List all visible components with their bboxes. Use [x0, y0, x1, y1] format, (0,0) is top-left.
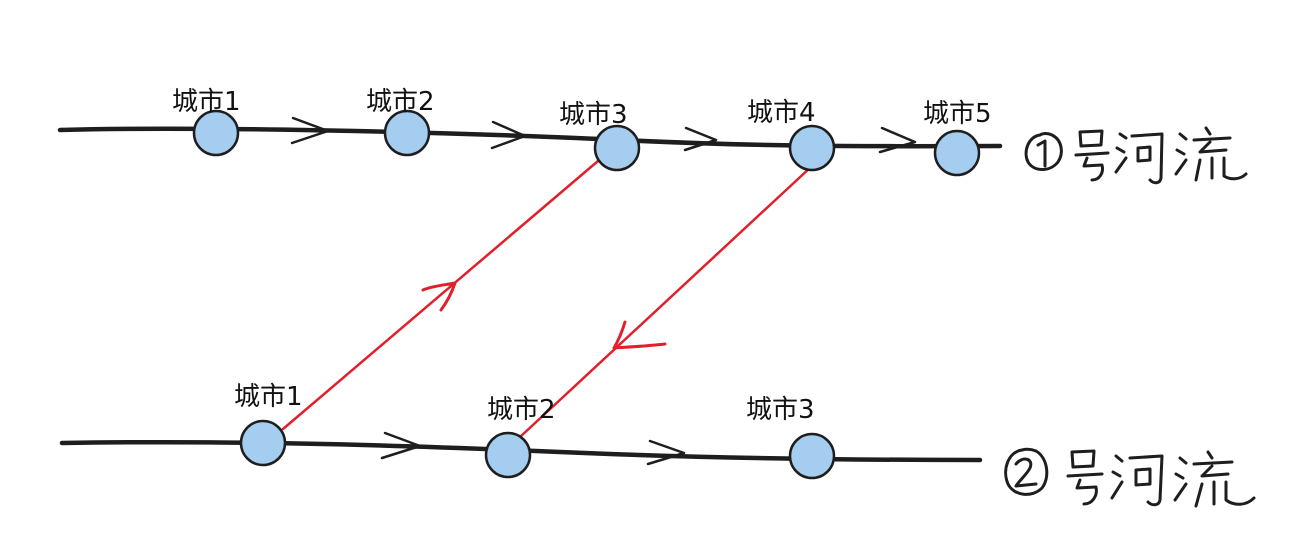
- river-1-city-label: 城市5: [923, 99, 992, 129]
- connector-r2-city1-to-r1-city3: [281, 159, 600, 431]
- river-1-city-node: [383, 109, 431, 157]
- river-1-city-node: [192, 109, 240, 157]
- river-2-city-label: 城市1: [234, 382, 303, 412]
- river-1-flow-arrow: [490, 120, 527, 150]
- river-1-flow-arrow: [683, 126, 718, 152]
- river-1-city-label: 城市2: [366, 87, 435, 117]
- river-1-city-label: 城市4: [747, 98, 816, 128]
- river-2-handwritten-label: [1004, 447, 1256, 508]
- river-2-city-label: 城市3: [746, 395, 815, 425]
- river-1-flow-arrow: [878, 126, 917, 154]
- river-2-flow-arrow: [380, 431, 422, 460]
- river-1-handwritten-label: [1024, 126, 1248, 185]
- river-2-city-label: 城市2: [487, 395, 556, 425]
- river-1-city-node: [788, 124, 836, 172]
- river-1-flow-arrow: [290, 116, 330, 145]
- river-2-line: [59, 439, 983, 463]
- connector-r1-city4-to-r2-city2: [518, 164, 814, 439]
- river-1-city-node: [593, 124, 641, 172]
- connector-up-arrowhead: [421, 281, 457, 312]
- river-1-city-node: [933, 129, 981, 177]
- river-1-city-label: 城市3: [559, 100, 628, 130]
- river-2-city-node: [484, 431, 532, 479]
- river-2-city-node: [788, 432, 836, 480]
- river-2-flow-arrow: [646, 439, 686, 466]
- connector-down-arrowhead: [612, 320, 667, 350]
- river-2-city-node: [239, 419, 287, 467]
- river-1-city-label: 城市1: [172, 87, 241, 117]
